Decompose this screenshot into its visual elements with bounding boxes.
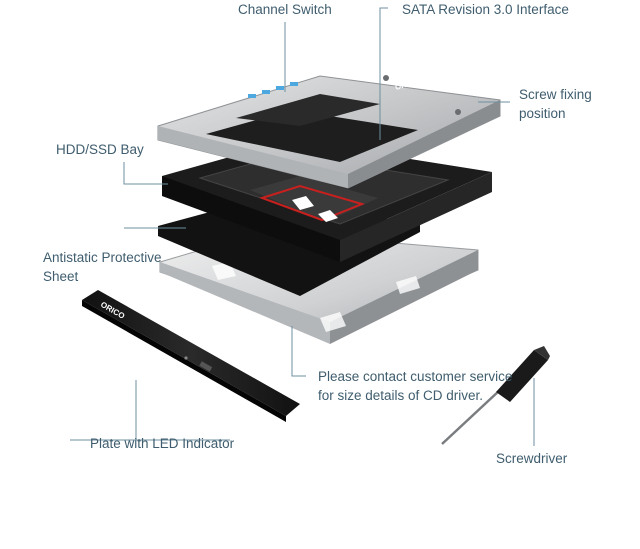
leader-hdd-ssd-bay xyxy=(123,162,168,185)
leader-sata-interface xyxy=(379,7,388,140)
label-sata-interface: SATA Revision 3.0 Interface xyxy=(402,2,569,17)
top-frame xyxy=(157,75,501,189)
label-cd-driver-2: for size details of CD driver. xyxy=(318,388,484,403)
leader-plate-led xyxy=(70,380,230,441)
label-screw-fixing-1: Screw fixing xyxy=(519,87,592,102)
screwdriver xyxy=(441,346,550,445)
led-plate xyxy=(82,290,300,422)
label-antistatic-2: Sheet xyxy=(43,269,79,284)
leader-cd-driver xyxy=(291,326,306,377)
label-screwdriver: Screwdriver xyxy=(496,451,568,466)
label-antistatic-1: Antistatic Protective xyxy=(43,250,162,265)
label-channel-switch: Channel Switch xyxy=(238,2,332,17)
hdd-ssd-bay xyxy=(162,140,492,262)
leader-lines xyxy=(70,7,535,446)
label-screw-fixing-2: position xyxy=(519,106,566,121)
label-plate-led: Plate with LED Indicator xyxy=(90,436,235,451)
label-hdd-ssd-bay: HDD/SSD Bay xyxy=(56,142,144,157)
label-cd-driver-1: Please contact customer service xyxy=(318,369,513,384)
